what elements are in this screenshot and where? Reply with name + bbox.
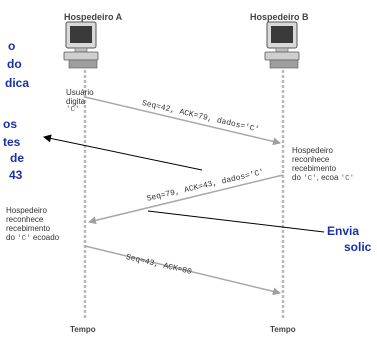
computer-icon <box>63 21 99 69</box>
event-text: 'C' <box>66 106 80 114</box>
event-text: Hospedeiro <box>292 146 333 155</box>
message-arrow-3 <box>84 245 281 296</box>
host-b-label: Hospedeiro B <box>250 12 309 22</box>
annotation-right-2: solic <box>344 240 372 254</box>
event-text: reconhece <box>6 215 44 224</box>
annotation-left-mid-3: de <box>10 151 25 165</box>
event-text: Usuário <box>66 88 94 97</box>
annotation-left-mid-4: 43 <box>9 168 23 182</box>
annotation-left-mid-1: os <box>3 117 18 131</box>
computer-icon <box>264 21 300 69</box>
annotation-left-top-1: o <box>8 39 16 53</box>
event-host-b-ack: Hospedeiro reconhece recebimento do 'C',… <box>292 146 354 184</box>
annotation-arrow-left <box>43 134 203 171</box>
event-text: do 'C' ecoado <box>6 233 59 244</box>
event-text: recebimento <box>6 224 51 233</box>
event-text: do <box>292 173 304 182</box>
time-label-a: Tempo <box>70 325 96 334</box>
event-text: digita <box>66 97 86 106</box>
event-text: ecoado <box>30 233 60 242</box>
time-label-b: Tempo <box>270 325 296 334</box>
annotation-arrow-right <box>147 210 325 233</box>
event-text: recebimento <box>292 164 337 173</box>
event-text: do 'C', ecoa 'C' <box>292 173 354 184</box>
annotation-left-mid-2: tes <box>3 135 21 149</box>
annotation-left-top-3: dica <box>5 76 30 90</box>
event-user-types: Usuário digita 'C' <box>66 88 94 115</box>
message-arrow-2 <box>88 174 284 225</box>
event-host-a-ack: Hospedeiro reconhece recebimento do 'C' … <box>6 206 59 244</box>
event-text: do <box>6 233 18 242</box>
annotation-right-1: Envia <box>327 224 360 238</box>
host-a-label: Hospedeiro A <box>64 12 123 22</box>
event-text: 'C' <box>340 175 355 183</box>
event-text: reconhece <box>292 155 330 164</box>
event-text: 'C' <box>17 235 31 243</box>
message-arrow-1 <box>84 96 281 146</box>
event-text: 'C' <box>303 175 317 183</box>
event-text: , ecoa <box>316 173 341 182</box>
event-text: Hospedeiro <box>6 206 47 215</box>
annotation-left-top-2: do <box>7 57 22 71</box>
